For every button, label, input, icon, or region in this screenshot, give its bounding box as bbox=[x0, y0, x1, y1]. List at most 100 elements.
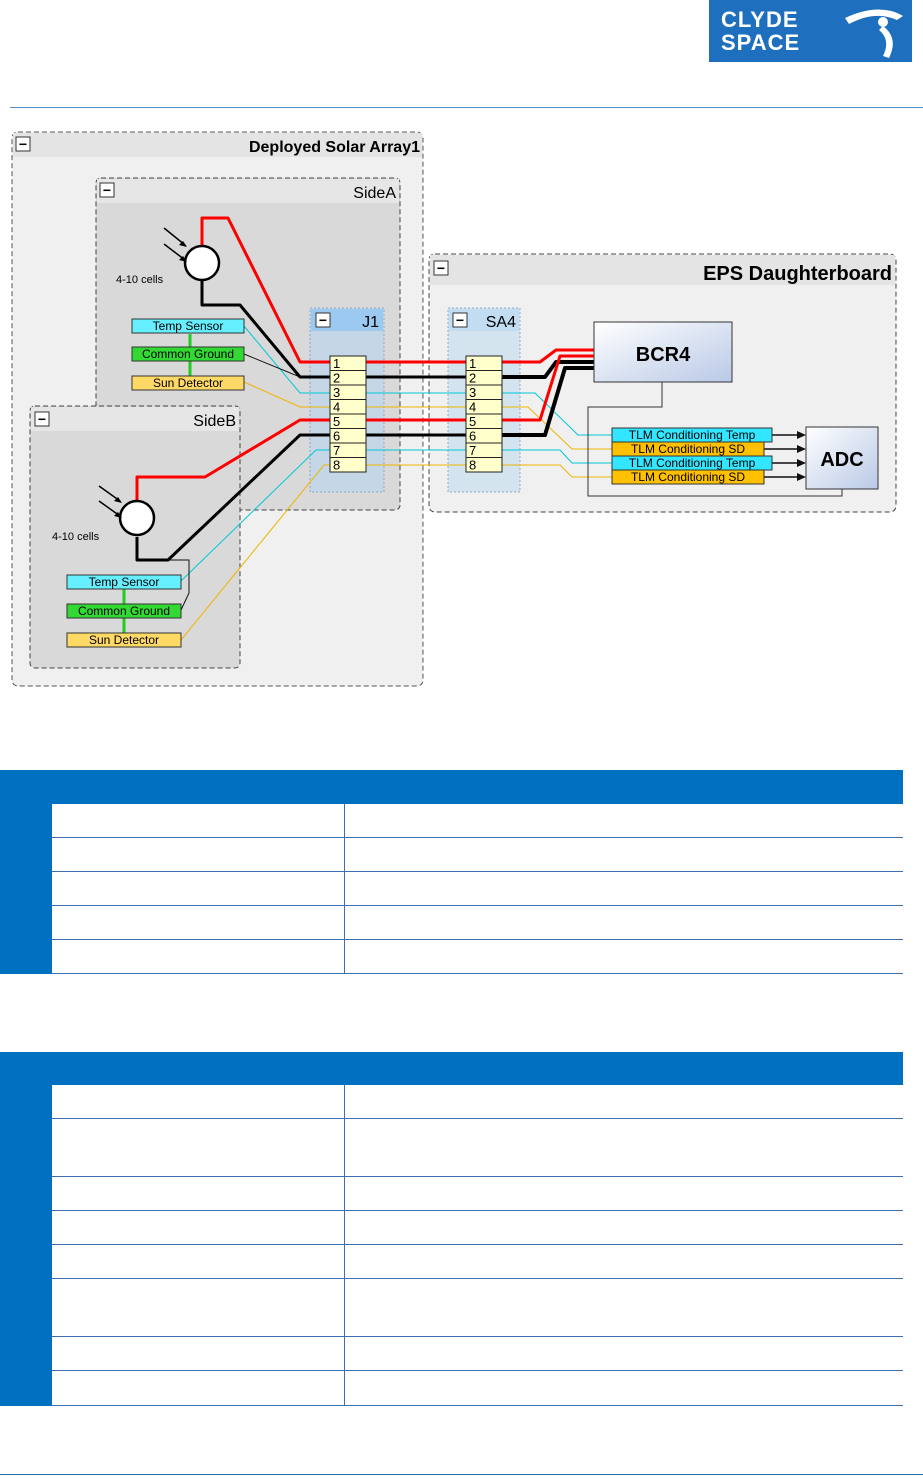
side-a-common-ground bbox=[131, 346, 245, 362]
j1-collapse-icon[interactable]: − bbox=[315, 312, 331, 328]
tlm-blocks: TLM Conditioning Temp TLM Conditioning S… bbox=[611, 427, 773, 485]
signal-wires bbox=[168, 325, 843, 641]
j1-pin-label: 2 bbox=[333, 371, 340, 386]
wire-side-a-temp bbox=[243, 325, 330, 394]
j1-pin-label: 7 bbox=[333, 443, 340, 458]
logo-line-1: CLYDE bbox=[721, 7, 799, 32]
svg-text:−: − bbox=[19, 136, 27, 152]
wire-sa4-tlm-1 bbox=[502, 392, 612, 436]
j1-pin-8 bbox=[329, 457, 367, 473]
svg-text:Temp Sensor: Temp Sensor bbox=[89, 575, 160, 589]
wire-sa4-bcr-return-2 bbox=[502, 366, 594, 437]
power-wires bbox=[135, 216, 594, 562]
solar-array-collapse-icon[interactable]: − bbox=[15, 136, 31, 152]
sa4-pin-label: 6 bbox=[469, 429, 476, 444]
wire-sa4-tlm-2 bbox=[502, 406, 612, 450]
side-b-temp-sensor bbox=[66, 574, 182, 590]
svg-text:Common Ground: Common Ground bbox=[78, 604, 170, 618]
wire-side-a-sun bbox=[243, 381, 330, 408]
wire-sa4-bcr-return-1 bbox=[502, 360, 594, 379]
sa4-pin-label: 4 bbox=[469, 400, 476, 415]
sa4-pin-label: 7 bbox=[469, 443, 476, 458]
wire-side-a-positive bbox=[200, 216, 330, 364]
svg-text:−: − bbox=[456, 312, 464, 328]
side-b-collapse-icon[interactable]: − bbox=[34, 411, 50, 427]
sa4-label: SA4 bbox=[486, 314, 516, 331]
j1-pin-label: 5 bbox=[333, 414, 340, 429]
solar-array-title: Deployed Solar Array1 bbox=[249, 139, 420, 156]
svg-text:−: − bbox=[319, 312, 327, 328]
bcr4-label: BCR4 bbox=[636, 344, 691, 366]
wire-side-b-temp bbox=[180, 449, 330, 582]
side-b-title: SideB bbox=[193, 413, 236, 430]
adc-block: ADC bbox=[805, 426, 879, 490]
table-row bbox=[52, 1245, 903, 1279]
table-row bbox=[52, 1337, 903, 1371]
wire-side-b-sun bbox=[180, 464, 330, 641]
table-row bbox=[52, 1085, 903, 1119]
sa4-pin-label: 2 bbox=[469, 371, 476, 386]
table-row bbox=[52, 838, 903, 872]
wire-side-a-return bbox=[200, 280, 330, 379]
side-a-title: SideA bbox=[353, 185, 396, 202]
j1-pin-label: 1 bbox=[333, 356, 340, 371]
footer-rule bbox=[0, 1474, 923, 1475]
table-2 bbox=[0, 1052, 903, 1406]
svg-text:TLM Conditioning SD: TLM Conditioning SD bbox=[631, 470, 745, 484]
tlm-sd-2 bbox=[611, 469, 765, 485]
clyde-space-logo: CLYDE SPACE bbox=[709, 0, 912, 62]
svg-text:−: − bbox=[437, 260, 445, 276]
sa4-pin-label: 3 bbox=[469, 385, 476, 400]
side-a-sensors: Temp Sensor Common Ground Sun Detector bbox=[131, 318, 245, 391]
table-row bbox=[52, 906, 903, 940]
table-1-header bbox=[0, 770, 903, 804]
solar-cell-b: 4-10 cells bbox=[52, 485, 156, 543]
eps-collapse-icon[interactable]: − bbox=[433, 260, 449, 276]
adc-label: ADC bbox=[820, 449, 863, 471]
table-row bbox=[52, 1279, 903, 1337]
eps-title: EPS Daughterboard bbox=[703, 263, 892, 285]
wire-sa4-tlm-3 bbox=[502, 449, 612, 464]
sa4-pin-8 bbox=[465, 457, 503, 473]
svg-text:TLM Conditioning SD: TLM Conditioning SD bbox=[631, 442, 745, 456]
sa4-collapse-icon[interactable]: − bbox=[452, 312, 468, 328]
svg-text:Sun Detector: Sun Detector bbox=[153, 376, 223, 390]
svg-text:−: − bbox=[103, 182, 111, 198]
table-row bbox=[52, 1119, 903, 1177]
side-b-panel: − SideB bbox=[29, 405, 241, 669]
side-b-sun-detector bbox=[66, 632, 182, 648]
table-row bbox=[52, 1371, 903, 1406]
wire-sa4-bcr-positive-2 bbox=[502, 354, 594, 422]
j1-pin-label: 4 bbox=[333, 400, 340, 415]
table-row bbox=[52, 940, 903, 974]
wire-sa4-bcr-positive-1 bbox=[502, 348, 594, 364]
table-row bbox=[52, 804, 903, 838]
sa4-pin-label: 5 bbox=[469, 414, 476, 429]
j1-label: J1 bbox=[362, 314, 379, 331]
logo-line-2: SPACE bbox=[721, 30, 801, 55]
wire-bcr-feedback bbox=[587, 382, 843, 497]
svg-text:TLM Conditioning Temp: TLM Conditioning Temp bbox=[629, 456, 756, 470]
solar-cell-a: 4-10 cells bbox=[116, 227, 221, 286]
table-2-side-band bbox=[0, 1085, 52, 1406]
sa4-pin-label: 1 bbox=[469, 356, 476, 371]
wire-side-b-positive bbox=[135, 418, 330, 500]
header-rule bbox=[10, 107, 923, 108]
svg-text:TLM Conditioning Temp: TLM Conditioning Temp bbox=[629, 428, 756, 442]
side-b-common-ground bbox=[66, 603, 182, 619]
table-row bbox=[52, 1177, 903, 1211]
bcr4-block: BCR4 bbox=[593, 321, 733, 383]
side-a-temp-sensor bbox=[131, 318, 245, 334]
svg-text:Common Ground: Common Ground bbox=[142, 347, 234, 361]
table-row bbox=[52, 872, 903, 906]
table-1-side-band bbox=[0, 804, 52, 974]
table-row bbox=[52, 1211, 903, 1245]
table-1 bbox=[0, 770, 903, 974]
logo-swoosh-icon bbox=[845, 9, 903, 58]
side-a-collapse-icon[interactable]: − bbox=[99, 182, 115, 198]
svg-text:Sun Detector: Sun Detector bbox=[89, 633, 159, 647]
j1-pin-label: 6 bbox=[333, 429, 340, 444]
side-b-sensors: Temp Sensor Common Ground Sun Detector bbox=[66, 574, 182, 648]
